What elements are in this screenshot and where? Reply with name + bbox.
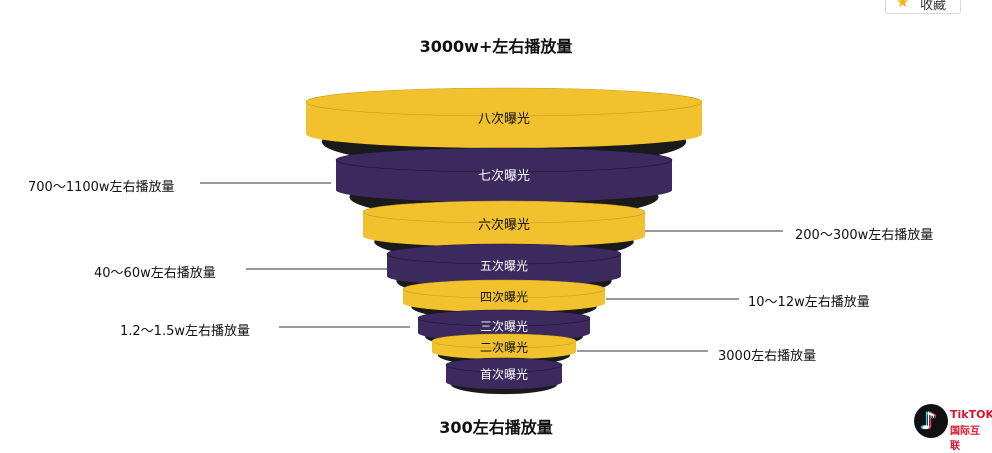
- layer-label: 七次曝光: [478, 168, 530, 184]
- layer-label: 六次曝光: [478, 217, 530, 233]
- layer-label: 八次曝光: [478, 111, 530, 127]
- bottom-title: 300左右播放量: [439, 418, 553, 437]
- funnel-layer: 首次曝光: [445, 357, 563, 395]
- callout-label-right: 200～300w左右播放量: [795, 228, 934, 243]
- favorite-button[interactable]: ★ 收藏: [885, 0, 961, 14]
- star-icon: ★: [896, 0, 910, 11]
- callout-label-left: 40～60w左右播放量: [94, 266, 216, 281]
- logo-text-1: TikTOK: [950, 408, 992, 421]
- layer-top: [402, 279, 606, 299]
- tiktok-note-icon: ♪: [921, 407, 937, 435]
- layer-label: 二次曝光: [480, 341, 528, 355]
- callout-label-left: 700～1100w左右播放量: [28, 180, 175, 195]
- layer-top: [431, 333, 577, 349]
- callout-label-left: 1.2～1.5w左右播放量: [120, 324, 250, 339]
- layer-top: [445, 357, 563, 373]
- top-title: 3000w+左右播放量: [419, 37, 573, 56]
- logo-text-2: 国际互联: [950, 426, 980, 452]
- layer-top: [335, 147, 673, 173]
- tiktok-logo: ♪ TikTOK 国际互联: [914, 404, 992, 452]
- layer-label: 五次曝光: [480, 259, 528, 273]
- layer-top: [362, 200, 646, 224]
- favorite-label: 收藏: [920, 0, 947, 13]
- layer-label: 三次曝光: [480, 320, 528, 334]
- layer-top: [305, 87, 703, 117]
- logo-circle: [914, 404, 948, 438]
- layer-top: [417, 309, 591, 327]
- layer-label: 首次曝光: [480, 368, 528, 382]
- layer-top: [386, 243, 622, 265]
- callout-label-right: 10～12w左右播放量: [748, 295, 870, 310]
- layer-label: 四次曝光: [480, 290, 528, 304]
- callout-label-right: 3000左右播放量: [718, 349, 817, 364]
